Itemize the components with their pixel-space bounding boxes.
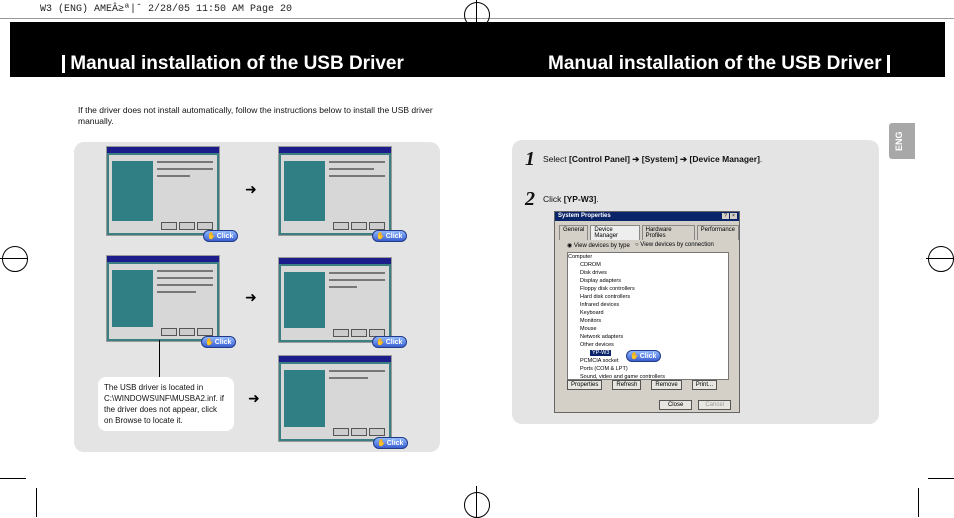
click-badge: Click — [372, 230, 408, 242]
tree-item[interactable]: Disk drives — [580, 270, 607, 276]
step-1-text: Select [Control Panel] ➔ [System] ➔ [Dev… — [543, 154, 762, 165]
left-title-text: Manual installation of the USB Driver — [70, 53, 404, 74]
intro-text: If the driver does not install automatic… — [78, 105, 433, 126]
click-badge: Click — [373, 437, 409, 449]
click-badge: Click — [203, 230, 239, 242]
arrow-right-icon: ➜ — [245, 289, 257, 305]
language-tab-label: ENG — [894, 131, 904, 151]
tree-item[interactable]: Display adapters — [580, 278, 621, 284]
refresh-button[interactable]: Refresh — [612, 380, 642, 390]
driver-location-callout: The USB driver is located in C:\WINDOWS\… — [98, 377, 234, 431]
tree-item[interactable]: Other devices — [580, 342, 614, 348]
crop-mark — [0, 478, 26, 479]
tree-item[interactable]: PCMCIA socket — [580, 358, 619, 364]
help-icon[interactable]: ? — [722, 213, 729, 219]
tree-item[interactable]: Floppy disk controllers — [580, 286, 635, 292]
crop-mark — [36, 488, 37, 517]
close-button[interactable]: Close — [658, 400, 693, 410]
tab-general[interactable]: General — [559, 225, 589, 240]
step-1-prefix: Select — [543, 154, 569, 164]
print-header: W3 (ENG) AMEÂ≥ª|ˆ 2/28/05 11:50 AM Page … — [40, 4, 293, 15]
step-2-device: [YP-W3] — [563, 194, 597, 204]
step-2-suffix: . — [596, 194, 599, 204]
callout-pointer — [159, 340, 160, 378]
properties-button[interactable]: Properties — [567, 380, 603, 390]
print-button[interactable]: Print... — [691, 380, 718, 390]
registration-line — [0, 258, 28, 259]
radio-by-type[interactable]: ◉ View devices by type — [567, 243, 630, 249]
window-title: System Properties — [555, 212, 739, 221]
tree-item[interactable]: Infrared devices — [580, 302, 620, 308]
tab-performance[interactable]: Performance — [696, 225, 739, 240]
arrow-right-icon: ➜ — [248, 390, 260, 406]
radio-by-type-label: View devices by type — [573, 243, 630, 249]
wizard-screenshot-2 — [278, 146, 392, 236]
crop-mark — [918, 488, 919, 517]
tree-item[interactable]: Computer — [568, 254, 593, 260]
tree-item-yp-w3[interactable]: YP-W3 — [590, 350, 612, 356]
tree-item[interactable]: Network adapters — [580, 334, 624, 340]
right-page-title: Manual installation of the USB Driver — [548, 53, 890, 75]
click-badge: Click — [372, 336, 408, 348]
radio-by-connection[interactable]: ○ View devices by connection — [635, 242, 714, 248]
registration-mark-bottom — [464, 492, 490, 518]
wizard-screenshot-1 — [106, 146, 220, 236]
tab-hardware-profiles[interactable]: Hardware Profiles — [641, 225, 695, 240]
tab-device-manager[interactable]: Device Manager — [590, 225, 640, 240]
wizard-screenshot-4 — [278, 257, 392, 343]
step-number-1: 1 — [525, 148, 535, 170]
tree-item[interactable]: Hard disk controllers — [580, 294, 631, 300]
radio-by-connection-label: View devices by connection — [640, 242, 714, 248]
step-number-2: 2 — [525, 188, 535, 210]
registration-line — [926, 258, 954, 259]
title-banner — [10, 22, 945, 77]
arrow-right-icon: ➜ — [245, 181, 257, 197]
tree-item[interactable]: Mouse — [580, 326, 597, 332]
close-icon[interactable]: × — [730, 213, 737, 219]
language-tab: ENG — [889, 123, 915, 159]
step-1-path: [Control Panel] ➔ [System] ➔ [Device Man… — [569, 154, 760, 164]
tree-item[interactable]: Monitors — [580, 318, 602, 324]
registration-line — [476, 486, 477, 517]
tree-item[interactable]: CDROM — [580, 262, 601, 268]
crop-mark — [928, 478, 954, 479]
registration-line — [476, 0, 477, 32]
wizard-screenshot-5 — [278, 355, 392, 442]
wizard-screenshot-3 — [106, 255, 220, 342]
left-page-title: Manual installation of the USB Driver — [62, 53, 404, 75]
click-badge: Click — [626, 350, 662, 362]
tree-item[interactable]: Sound, video and game controllers — [580, 374, 665, 380]
registration-mark-right — [928, 246, 954, 272]
system-properties-window: System Properties ? × General Device Man… — [554, 211, 740, 413]
registration-mark-left — [2, 246, 28, 272]
step-2-text: Click [YP-W3]. — [543, 194, 599, 204]
right-title-text: Manual installation of the USB Driver — [548, 53, 882, 74]
remove-button[interactable]: Remove — [651, 380, 682, 390]
cancel-button[interactable]: Cancel — [698, 400, 731, 410]
step-2-prefix: Click — [543, 194, 564, 204]
tree-item[interactable]: Keyboard — [580, 310, 604, 316]
tree-item[interactable]: Ports (COM & LPT) — [580, 366, 628, 372]
click-badge: Click — [201, 336, 237, 348]
step-1-suffix: . — [759, 154, 763, 164]
